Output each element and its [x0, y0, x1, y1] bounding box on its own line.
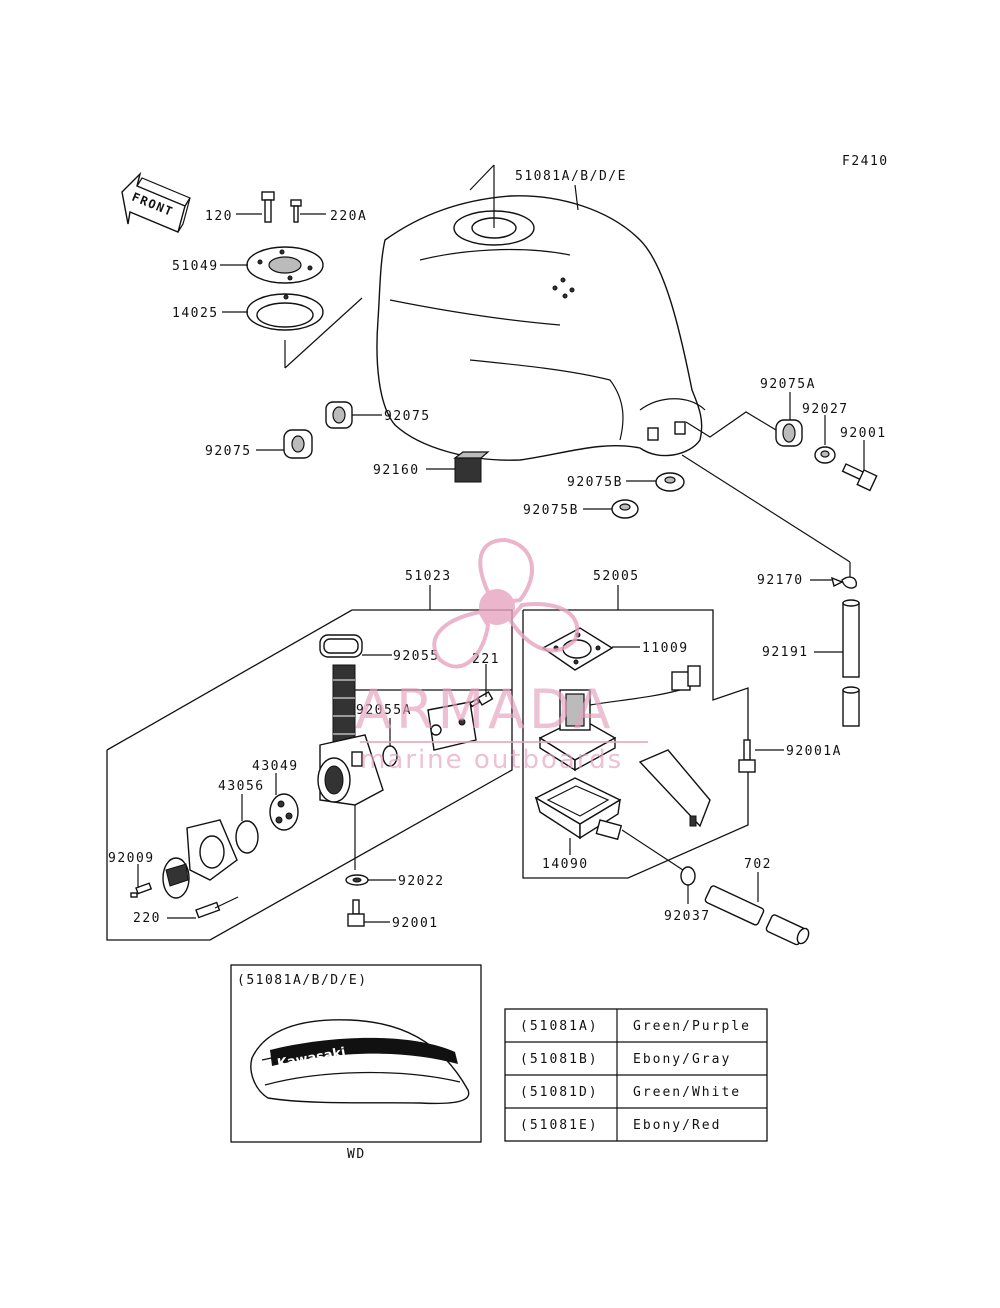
block-92160 [453, 451, 490, 483]
callout-220: 220 [133, 911, 161, 926]
callout-14090: 14090 [542, 857, 589, 872]
float-14090 [534, 777, 623, 841]
watermark: ARMADA marine outboards [355, 537, 648, 775]
bolt-92001A [738, 739, 756, 773]
callout-11009: 11009 [642, 641, 689, 656]
table-color: Green/Purple [633, 1019, 751, 1034]
oring-92055 [319, 634, 363, 658]
front-arrow-icon: FRONT [121, 171, 191, 233]
callout-tank: 51081A/B/D/E [515, 169, 627, 184]
inset-frame [230, 964, 482, 1143]
hose-92191 [842, 599, 860, 727]
callout-92001A: 92001A [786, 744, 842, 759]
fuel-tank [376, 195, 706, 461]
callout-43049: 43049 [252, 759, 299, 774]
valve-lever-knob [162, 857, 190, 899]
damper-92075B-b [611, 499, 639, 519]
collar-92027 [814, 446, 836, 464]
propeller-logo-icon [432, 537, 579, 669]
callout-92075B-a: 92075B [567, 475, 623, 490]
callout-92075-top: 92075 [384, 409, 431, 424]
callout-92037: 92037 [664, 909, 711, 924]
callout-92191: 92191 [762, 645, 809, 660]
hose-702 [704, 885, 810, 946]
tank-decal-illustration: Kawasaki [250, 1019, 470, 1105]
bolt-92001-bottom [347, 899, 365, 927]
fuel-valve-body [317, 664, 384, 806]
valve-group-frame [106, 609, 513, 941]
oring-43056 [235, 820, 259, 854]
clamp-92170 [830, 576, 857, 589]
table-code: (51081B) [520, 1052, 599, 1067]
watermark-brand: ARMADA [355, 678, 615, 741]
table-color: Ebony/Gray [633, 1052, 731, 1067]
callout-221: 221 [472, 652, 500, 667]
table-color: Green/White [633, 1085, 741, 1100]
callout-92170: 92170 [757, 573, 804, 588]
color-table: (51081A) Green/Purple (51081B) Ebony/Gra… [504, 1008, 768, 1142]
callout-92160: 92160 [373, 463, 420, 478]
watermark-tagline: marine outboards [360, 745, 623, 775]
callout-702: 702 [744, 857, 772, 872]
callout-92009: 92009 [108, 851, 155, 866]
fuel-gauge-sender [538, 665, 701, 772]
callout-120: 120 [205, 209, 233, 224]
tank-emblem-icon [552, 277, 575, 299]
table-color: Ebony/Red [633, 1118, 721, 1133]
damper-92075A [775, 419, 803, 447]
damper-92075-top [325, 401, 353, 429]
screw-92009 [130, 882, 153, 898]
callout-92075A: 92075A [760, 377, 816, 392]
callout-92001-bottom: 92001 [392, 916, 439, 931]
callout-92001-top: 92001 [840, 426, 887, 441]
inset-caption: WD [347, 1147, 366, 1162]
damper-92075-left [283, 429, 313, 459]
gasket-11009 [541, 627, 614, 671]
callout-220A: 220A [330, 209, 367, 224]
bolt-92001-top [841, 463, 878, 492]
callout-14025: 14025 [172, 306, 219, 321]
filter-plate [427, 701, 477, 751]
table-code: (51081E) [520, 1118, 599, 1133]
table-code: (51081A) [520, 1019, 599, 1034]
table-code: (51081D) [520, 1085, 599, 1100]
callout-92055A: 92055A [356, 703, 412, 718]
callout-92075B-b: 92075B [523, 503, 579, 518]
callout-51023: 51023 [405, 569, 452, 584]
callout-92022: 92022 [398, 874, 445, 889]
callout-92027: 92027 [802, 402, 849, 417]
callout-51049: 51049 [172, 259, 219, 274]
screw-220 [195, 901, 221, 919]
callout-52005: 52005 [593, 569, 640, 584]
damper-92075B-a [655, 472, 685, 492]
part-43049 [269, 793, 299, 831]
gasket-14025 [246, 293, 324, 331]
callout-43056: 43056 [218, 779, 265, 794]
screw-220A [290, 199, 302, 223]
bolt-120 [261, 191, 275, 223]
inset-title: (51081A/B/D/E) [237, 973, 368, 988]
clamp-92037 [680, 866, 696, 886]
fuel-cap-51049 [246, 246, 324, 284]
washer-92022 [345, 874, 369, 886]
float-arm [638, 749, 711, 828]
callout-92055: 92055 [393, 649, 440, 664]
callout-92075-left: 92075 [205, 444, 252, 459]
valve-lever-plate [186, 819, 238, 881]
figure-code: F2410 [842, 154, 889, 169]
